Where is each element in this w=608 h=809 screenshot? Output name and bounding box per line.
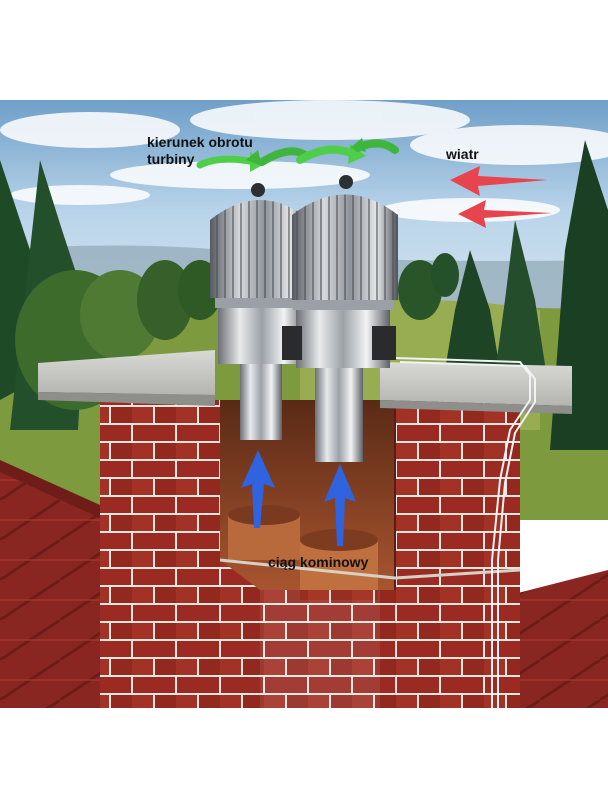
turbine-rotation-label-line1: kierunek obrotu <box>147 134 253 150</box>
blue-up-arrow-icon <box>324 464 356 546</box>
blue-up-arrow-icon <box>241 450 275 528</box>
green-curved-arrow-icon <box>350 138 399 154</box>
chimney-draft-arrows <box>241 450 356 546</box>
red-arrow-icon <box>458 200 552 228</box>
turbine-rotation-arrows <box>196 138 399 172</box>
red-arrow-icon <box>450 166 548 196</box>
chimney-draft-label: ciąg kominowy <box>268 554 369 570</box>
green-curved-arrow-icon <box>296 144 366 164</box>
wind-label: wiatr <box>446 146 479 162</box>
wind-arrows <box>450 166 552 228</box>
chimney-illustration: kierunek obrotu turbiny wiatr ciąg komin… <box>0 100 608 708</box>
turbine-rotation-label: kierunek obrotu turbiny <box>147 134 253 168</box>
turbine-rotation-label-line2: turbiny <box>147 151 195 167</box>
green-curved-arrow-icon <box>246 147 309 166</box>
